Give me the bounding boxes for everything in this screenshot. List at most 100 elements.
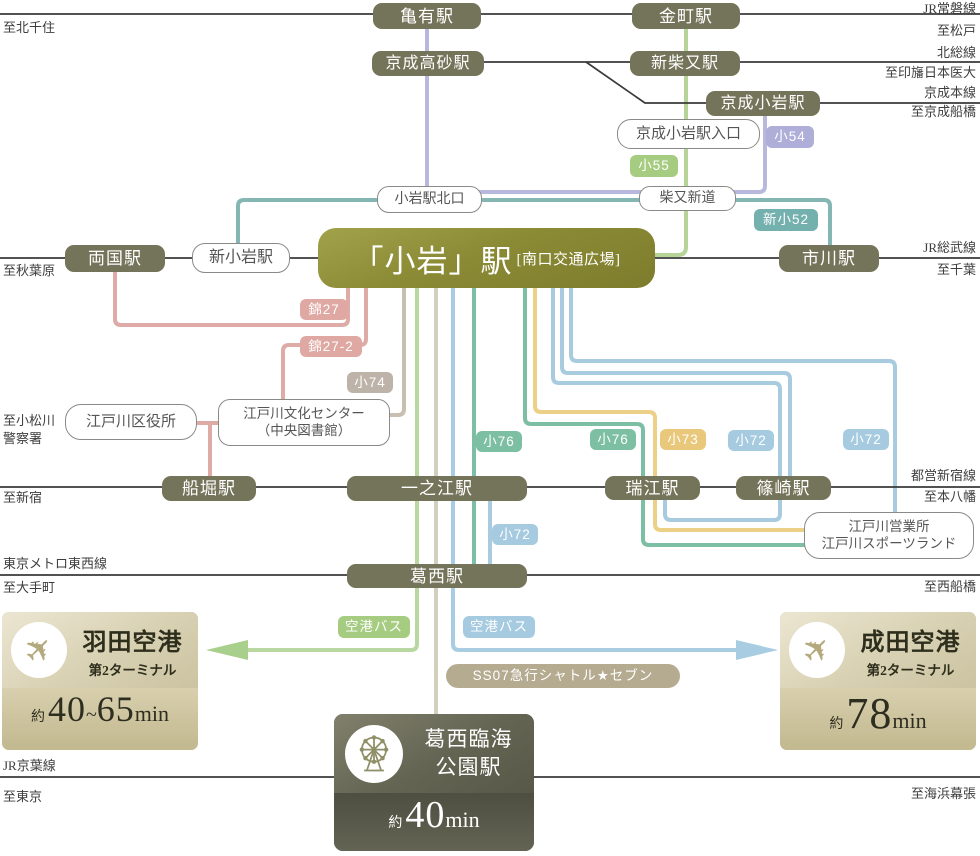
station-shin-shibamata: 新柴又駅 [630,51,740,76]
main-station-koiwa: 「小岩」駅 [南口交通広場] [318,228,655,288]
badge-ko74: 小74 [347,372,393,393]
station-kanamachi: 金町駅 [632,3,740,29]
railway-keisei-main-line [585,61,980,104]
badge-ss07-shuttle-seven: SS07急行シャトル★セブン [446,664,680,688]
haneda-time-unit: min [134,701,170,726]
label-sobu-line: JR総武線 [923,240,976,255]
label-to-komatsugawa-police: 至小松川 警察署 [3,413,56,446]
label-to-matsudo: 至松戸 [936,23,976,38]
badge-kin27: 錦27 [300,299,348,320]
bus-line-ko74 [384,285,406,417]
label-joban-line: JR常磐線 [923,1,976,16]
badge-ko76-a: 小76 [476,431,522,452]
badge-airport-bus-haneda: 空港バス [338,616,410,638]
station-shin-koiwa: 新小岩駅 [192,243,290,273]
station-shinozaki: 篠崎駅 [736,476,831,500]
badge-shinko52: 新小52 [754,209,818,231]
haneda-card-header: ✈ 羽田空港 第2ターミナル [2,612,198,688]
haneda-arrow-icon [206,640,248,660]
label-to-kaihin-makuhari: 至海浜幕張 [910,786,976,801]
station-ichikawa: 市川駅 [779,245,879,272]
narita-arrow-icon [736,640,778,660]
stop-keisei-koiwa-entrance: 京成小岩駅入口 [617,119,760,149]
bus-line-ko76-b [523,285,806,547]
badge-kin27-2: 錦27-2 [300,336,362,357]
narita-airport-card: ✈ 成田空港 第2ターミナル 約 78 min [780,612,976,750]
narita-time-unit: min [892,708,927,733]
label-to-otemachi: 至大手町 [3,580,56,595]
label-to-nishi-funabashi: 至西船橋 [923,579,976,594]
kasai-time-band: 約 40 min [334,793,534,851]
stop-koiwa-north-exit: 小岩駅北口 [377,186,482,213]
label-to-tokyo: 至東京 [3,789,43,804]
badge-ko54: 小54 [766,126,814,148]
label-toei-shinjuku-line: 都営新宿線 [910,468,976,483]
haneda-time-sep: ~ [85,704,97,726]
badge-ko76-b: 小76 [590,429,636,450]
label-keisei-main-line: 京成本線 [923,85,976,100]
main-station-name: 「小岩」駅 [352,243,513,279]
narita-airport-name: 成田空港 [860,629,961,656]
badge-ko72-a: 小72 [728,430,774,451]
kasai-rinkai-station-name: 葛西臨海 公園駅 [424,727,513,779]
station-ryogoku: 両国駅 [65,245,165,272]
label-to-inba-nihon-idai: 至印旛日本医大 [884,65,976,80]
airplane-icon: ✈ [789,622,845,678]
kasai-time-unit: min [445,807,480,832]
airplane-icon: ✈ [11,622,67,678]
badge-ko55: 小55 [630,155,678,177]
station-keisei-koiwa: 京成小岩駅 [706,91,820,116]
narita-approx: 約 [829,717,844,732]
label-tozai-line: 東京メトロ東西線 [3,556,108,571]
label-to-akihabara: 至秋葉原 [3,263,56,278]
narita-time-band: 約 78 min [780,688,976,750]
station-keisei-takasago: 京成高砂駅 [372,51,484,76]
narita-terminal: 第2ターミナル [866,662,955,678]
badge-ko72-b: 小72 [843,429,889,450]
haneda-card-title: 羽田空港 第2ターミナル [67,622,198,679]
label-hokuso-line: 北総線 [936,45,976,60]
narita-card-header: ✈ 成田空港 第2ターミナル [780,612,976,688]
bus-line-ko72-b [560,285,792,478]
bus-line-shinko52 [236,198,832,246]
label-keiyo-line: JR京葉線 [3,758,56,773]
kasai-rinkai-park-card: 葛西臨海 公園駅 約 40 min [334,714,534,851]
haneda-time-min: 40 [47,689,86,729]
kasai-time: 40 [405,794,446,836]
station-mizue: 瑞江駅 [605,476,700,500]
bus-line-ko55 [650,16,688,257]
badge-airport-bus-narita: 空港バス [463,616,535,638]
label-to-chiba: 至千葉 [936,262,976,277]
bus-line-airport-blue [451,285,736,652]
label-to-kitasenju: 至北千住 [3,20,56,35]
kasai-card-header: 葛西臨海 公園駅 [334,714,534,793]
haneda-airport-name: 羽田空港 [82,629,183,656]
badge-ko72-c: 小72 [492,524,538,545]
station-kameari: 亀有駅 [373,3,481,29]
label-to-shinjuku: 至新宿 [3,490,43,505]
stop-edogawa-culture-center: 江戸川文化センター （中央図書館） [218,399,390,446]
bus-line-ko72-d [569,285,897,518]
stop-edogawa-office-sportsland: 江戸川営業所 江戸川スポーツランド [804,512,974,559]
kasai-approx: 約 [388,816,403,831]
bus-line-airport-green [248,285,419,652]
narita-time: 78 [846,689,893,738]
haneda-terminal: 第2ターミナル [88,662,177,678]
station-ichinoe: 一之江駅 [347,476,527,501]
main-station-note: [南口交通広場] [516,251,621,268]
haneda-approx: 約 [30,710,45,725]
ferris-wheel-icon [345,724,403,783]
label-to-keisei-funabashi: 至京成船橋 [910,104,976,119]
badge-ko73: 小73 [660,429,706,450]
station-kasai: 葛西駅 [347,564,527,588]
bus-line-kin27 [113,270,350,327]
bus-line-ko72-a [551,285,782,522]
station-funabori: 船堀駅 [162,476,256,501]
stop-shibamata-shindo: 柴又新道 [639,186,736,211]
label-to-motoyawata: 至本八幡 [923,489,976,504]
narita-card-title: 成田空港 第2ターミナル [845,622,976,679]
bus-line-ko73 [533,285,806,532]
haneda-time-max: 65 [96,689,135,729]
haneda-airport-card: ✈ 羽田空港 第2ターミナル 約 40 ~ 65 min [2,612,198,750]
stop-edogawa-ward-office: 江戸川区役所 [65,404,197,440]
